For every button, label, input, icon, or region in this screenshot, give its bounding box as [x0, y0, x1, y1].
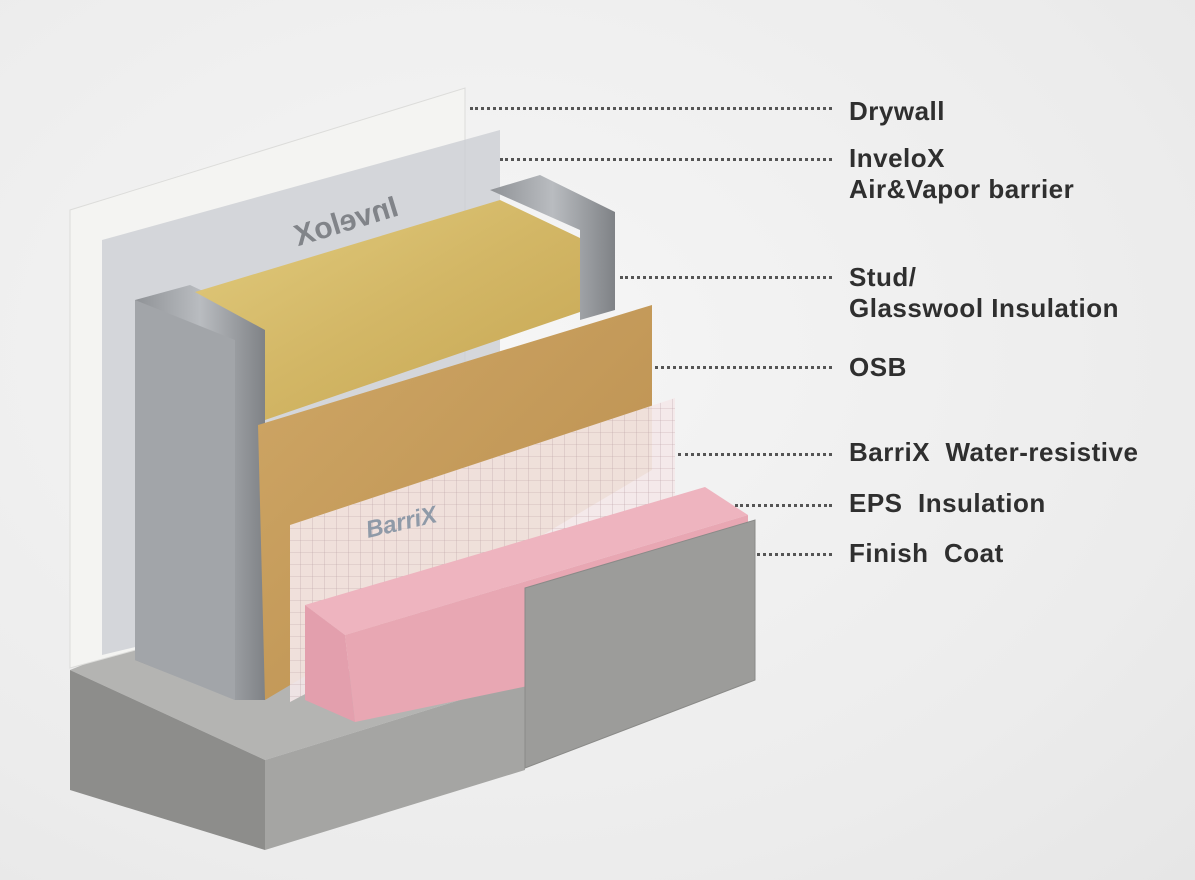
- leader-drywall: [470, 107, 832, 110]
- label-drywall: Drywall: [849, 96, 945, 126]
- label-osb: OSB: [849, 352, 907, 382]
- label-finish-coat: Finish Coat: [849, 538, 1004, 568]
- label-eps-insulation: EPS Insulation: [849, 488, 1046, 518]
- finish-coat-layer: [524, 519, 756, 769]
- steel-stud: [135, 175, 615, 700]
- leader-wrb: [678, 453, 832, 456]
- leader-osb: [655, 366, 832, 369]
- leader-stud: [620, 276, 832, 279]
- glasswool-insulation: [195, 200, 580, 420]
- label-water-resistive: BarriX Water-resistive: [849, 437, 1139, 467]
- leader-finish: [757, 553, 832, 556]
- label-air-vapor-barrier: InveloX Air&Vapor barrier: [849, 143, 1075, 204]
- label-stud-glasswool: Stud/ Glasswool Insulation: [849, 262, 1120, 323]
- leader-barrier: [500, 158, 832, 161]
- leader-eps: [735, 504, 832, 507]
